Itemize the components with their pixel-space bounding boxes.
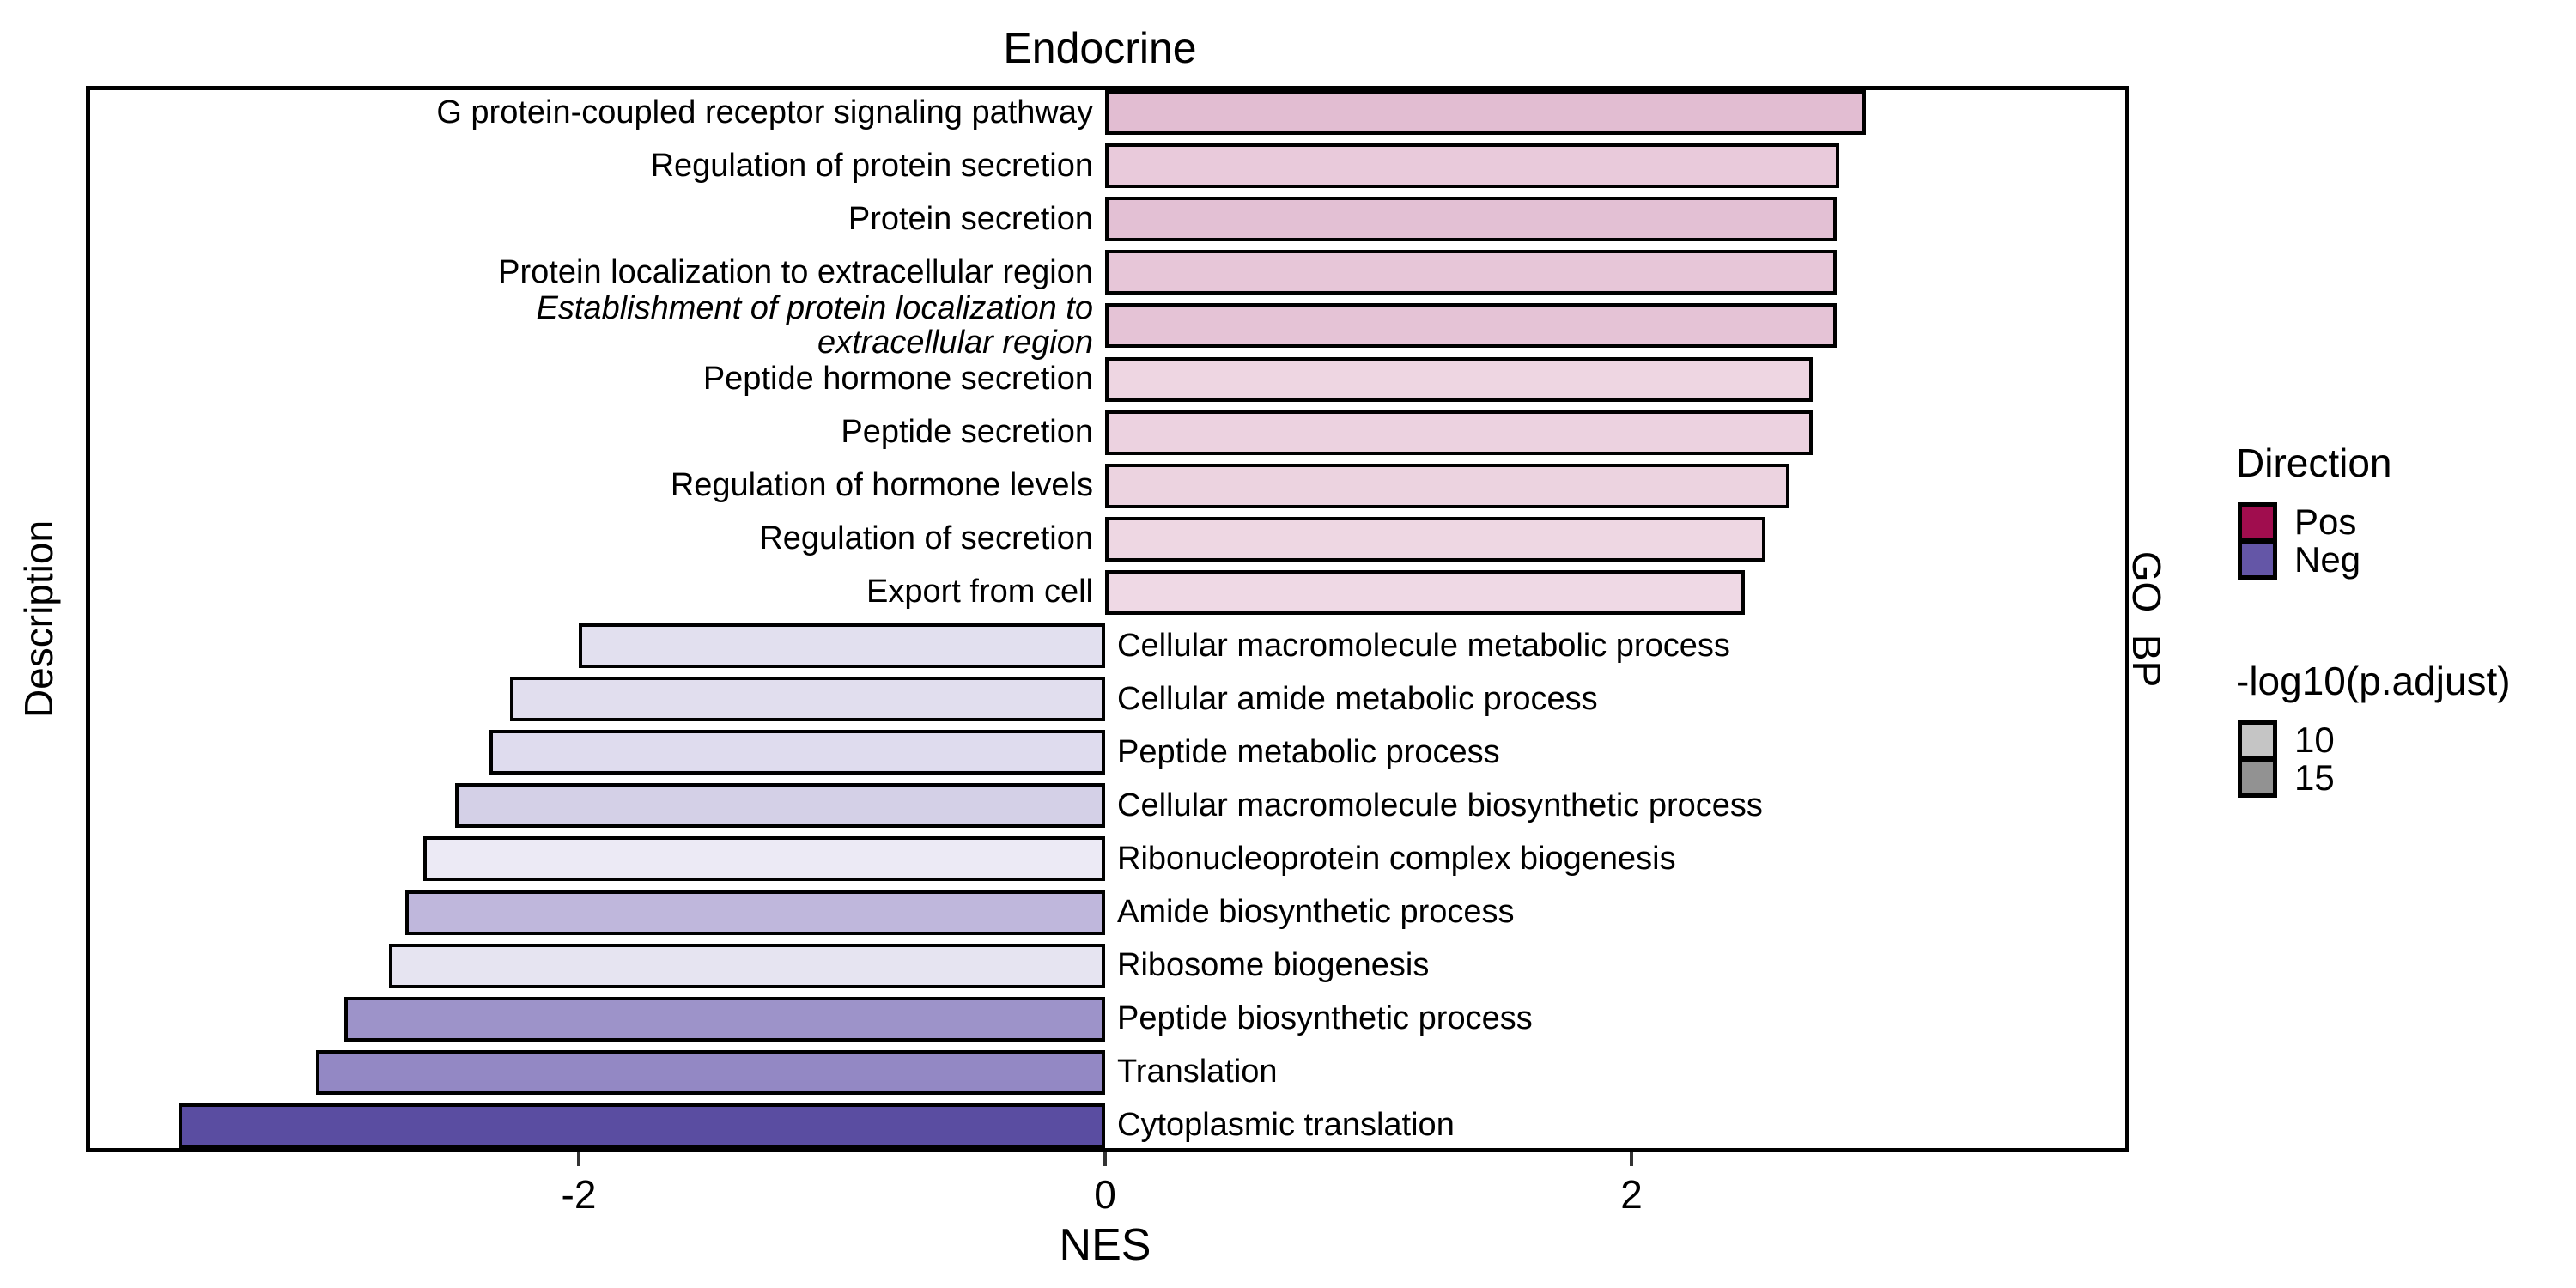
bar-pos	[1105, 143, 1840, 189]
plot-panel: G protein-coupled receptor signaling pat…	[86, 86, 2129, 1152]
legend-significance-title: -log10(p.adjust)	[2236, 659, 2511, 703]
bar-label: Cellular amide metabolic process	[1117, 680, 1598, 717]
x-tick-label: -2	[561, 1172, 597, 1217]
bar-label: Amide biosynthetic process	[1117, 894, 1515, 931]
bar-neg	[510, 677, 1105, 722]
bar-label: Export from cell	[866, 574, 1093, 611]
bar-label: Protein secretion	[848, 200, 1093, 237]
bar-neg	[489, 730, 1105, 775]
bar-neg	[454, 783, 1105, 829]
bar-pos	[1105, 463, 1789, 508]
bar-label: G protein-coupled receptor signaling pat…	[436, 94, 1093, 131]
bar-pos	[1105, 197, 1838, 242]
x-tick-mark	[577, 1152, 580, 1166]
x-tick-label: 2	[1620, 1172, 1643, 1217]
legend-key-pos: Pos	[2238, 502, 2356, 542]
bar-label: Translation	[1117, 1054, 1278, 1091]
legend-swatch-padjust-10	[2238, 720, 2277, 760]
legend-key-neg: Neg	[2238, 540, 2360, 580]
legend-label-padjust-10: 10	[2294, 720, 2335, 760]
bar-label: Establishment of protein localization to…	[536, 290, 1093, 361]
bar-pos	[1105, 250, 1838, 295]
chart-title: Endocrine	[1003, 24, 1197, 72]
x-axis-title: NES	[1059, 1220, 1151, 1270]
bar-neg	[179, 1103, 1105, 1148]
x-tick-mark	[1630, 1152, 1633, 1166]
facet-strip-label: GO_BP	[2124, 550, 2169, 688]
bar-label: Regulation of secretion	[759, 520, 1093, 557]
bar-pos	[1105, 410, 1814, 455]
bar-label: Cellular macromolecule metabolic process	[1117, 627, 1730, 664]
bar-pos	[1105, 569, 1745, 615]
x-tick-mark	[1103, 1152, 1107, 1166]
bar-label: Ribosome biogenesis	[1117, 947, 1430, 984]
bar-label: Regulation of protein secretion	[650, 147, 1093, 184]
bar-pos	[1105, 516, 1766, 562]
bar-label: Peptide biosynthetic process	[1117, 1000, 1533, 1037]
bar-neg	[579, 623, 1105, 669]
bar-pos	[1105, 303, 1838, 349]
legend-label-pos: Pos	[2294, 501, 2357, 542]
legend-key-padjust-10: 10	[2238, 720, 2335, 760]
bar-neg	[315, 1049, 1105, 1095]
bar-neg	[404, 890, 1105, 935]
bar-label: Regulation of hormone levels	[670, 467, 1093, 504]
bar-label: Ribonucleoprotein complex biogenesis	[1117, 840, 1676, 877]
bar-neg	[389, 943, 1105, 988]
legend-label-neg: Neg	[2294, 539, 2361, 580]
bar-neg	[344, 996, 1105, 1042]
legend-direction-title: Direction	[2236, 440, 2392, 485]
x-tick-label: 0	[1094, 1172, 1116, 1217]
legend-swatch-pos	[2238, 502, 2277, 542]
bar-label: Cellular macromolecule biosynthetic proc…	[1117, 787, 1763, 823]
bar-label: Peptide metabolic process	[1117, 733, 1500, 770]
bar-label: Peptide secretion	[841, 414, 1093, 451]
legend-swatch-neg	[2238, 540, 2277, 580]
y-axis-title: Description	[16, 519, 61, 719]
legend-label-padjust-15: 15	[2294, 757, 2335, 798]
legend-swatch-padjust-15	[2238, 758, 2277, 798]
bar-label: Protein localization to extracellular re…	[498, 253, 1093, 290]
legend-key-padjust-15: 15	[2238, 758, 2335, 798]
bar-pos	[1105, 90, 1866, 136]
bar-pos	[1105, 356, 1814, 402]
bar-label: Peptide hormone secretion	[702, 361, 1093, 398]
bar-neg	[423, 836, 1105, 882]
bar-label: Cytoplasmic translation	[1117, 1107, 1455, 1144]
